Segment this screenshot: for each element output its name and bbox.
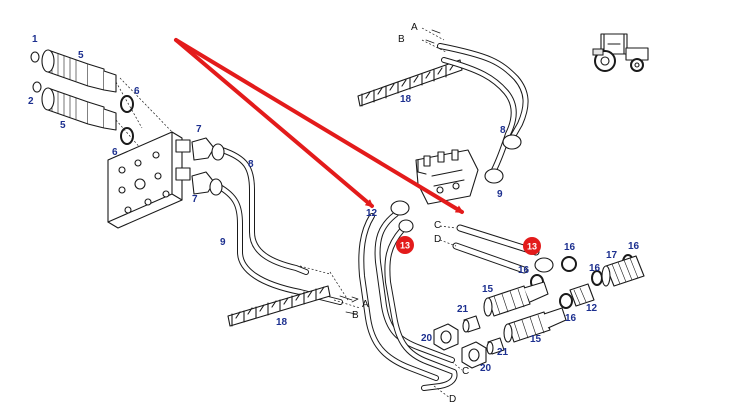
label-16-e: 16 bbox=[628, 241, 640, 252]
label-17: 17 bbox=[606, 250, 618, 261]
tractor-icon bbox=[592, 33, 649, 72]
label-d-lower: D bbox=[449, 394, 456, 405]
hose-clamp-strip-18-upper bbox=[357, 59, 463, 107]
coupler-15-upper bbox=[483, 281, 549, 317]
label-5-lower: 5 bbox=[60, 120, 66, 131]
label-c-upper: C bbox=[434, 220, 441, 231]
label-7-lower: 7 bbox=[192, 194, 198, 205]
o-ring-6-lower bbox=[120, 127, 134, 145]
quick-coupler-upper bbox=[41, 49, 117, 93]
label-b-upper: B bbox=[398, 34, 405, 45]
label-b-lower: B bbox=[352, 310, 359, 321]
svg-text:13: 13 bbox=[400, 241, 410, 251]
label-21-upper: 21 bbox=[457, 304, 469, 315]
label-18-lower: 18 bbox=[276, 317, 288, 328]
hose-13-lower bbox=[384, 227, 458, 391]
connector-12-right bbox=[569, 283, 595, 307]
coupler-15-lower bbox=[503, 307, 567, 343]
fitting-13-lower bbox=[398, 219, 414, 233]
callout-13-left: 13 bbox=[396, 236, 414, 254]
label-21-lower: 21 bbox=[497, 347, 509, 358]
cap-21-upper bbox=[462, 315, 481, 333]
label-16-d: 16 bbox=[589, 263, 601, 274]
label-a-lower: A bbox=[362, 299, 369, 310]
label-6-upper: 6 bbox=[134, 86, 140, 97]
label-16-c: 16 bbox=[565, 313, 577, 324]
red-arrow-left bbox=[174, 38, 374, 208]
hose-clamp-strip-18-lower bbox=[227, 285, 331, 327]
valve-block bbox=[415, 149, 479, 205]
label-9-upper: 9 bbox=[497, 189, 503, 200]
mounting-plate bbox=[107, 131, 191, 229]
hose-9-left bbox=[215, 183, 343, 305]
label-d-upper: D bbox=[434, 234, 441, 245]
seal-ring-1 bbox=[30, 51, 40, 63]
label-c-lower: C bbox=[462, 366, 469, 377]
label-15-upper: 15 bbox=[482, 284, 494, 295]
label-16-b: 16 bbox=[518, 265, 530, 276]
label-7-upper: 7 bbox=[196, 124, 202, 135]
washer-16-a bbox=[561, 256, 577, 272]
callout-13-right: 13 bbox=[523, 237, 541, 255]
red-arrow-right bbox=[174, 38, 464, 214]
nut-20-lower bbox=[461, 341, 487, 369]
hose-12-lower bbox=[374, 211, 455, 363]
label-20-lower: 20 bbox=[480, 363, 492, 374]
nut-20-upper bbox=[433, 323, 459, 351]
label-a-upper: A bbox=[411, 22, 418, 33]
label-20-upper: 20 bbox=[421, 333, 433, 344]
label-5-upper: 5 bbox=[78, 50, 84, 61]
label-18-upper: 18 bbox=[400, 94, 412, 105]
label-6-lower: 6 bbox=[112, 147, 118, 158]
label-12-right: 12 bbox=[586, 303, 598, 314]
hose-8-left bbox=[219, 147, 309, 275]
label-9-left: 9 bbox=[220, 237, 226, 248]
svg-text:13: 13 bbox=[527, 242, 537, 252]
label-2: 2 bbox=[28, 96, 34, 107]
cap-21-lower bbox=[486, 337, 505, 355]
fitting-13-right bbox=[534, 257, 554, 273]
hose-fitting-7-lower bbox=[191, 171, 223, 196]
fitting-9-upper bbox=[484, 168, 504, 184]
seal-ring-2 bbox=[32, 81, 42, 93]
o-ring-6-upper bbox=[120, 95, 134, 113]
label-12-lower: 12 bbox=[366, 208, 378, 219]
hose-fitting-7-upper bbox=[191, 137, 225, 161]
label-15-lower: 15 bbox=[530, 334, 542, 345]
label-16-a: 16 bbox=[564, 242, 576, 253]
fitting-12-lower bbox=[390, 200, 410, 216]
washer-16-c bbox=[559, 293, 573, 309]
coupler-17 bbox=[601, 255, 645, 287]
label-1: 1 bbox=[32, 34, 38, 45]
quick-coupler-lower bbox=[41, 87, 117, 131]
label-8-left: 8 bbox=[248, 159, 254, 170]
label-8-upper: 8 bbox=[500, 125, 506, 136]
fitting-8-upper bbox=[502, 134, 522, 150]
pipe-9-upper bbox=[441, 57, 517, 173]
pipe-8-upper bbox=[437, 43, 529, 141]
